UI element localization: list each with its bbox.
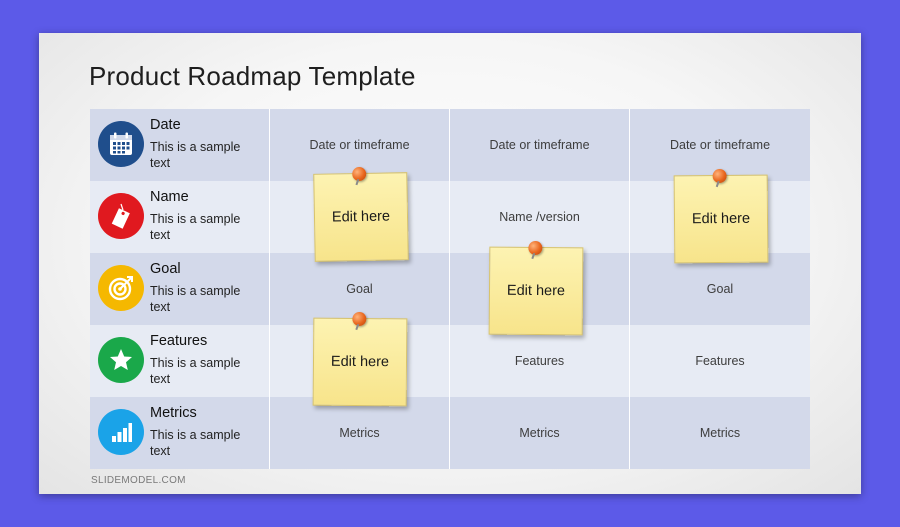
- calendar-icon: [98, 121, 144, 167]
- table-cell[interactable]: [450, 253, 630, 325]
- row-title[interactable]: Date: [150, 117, 181, 133]
- row-description[interactable]: This is a sample text: [150, 284, 241, 314]
- row-description[interactable]: This is a sample text: [150, 428, 241, 458]
- table-cell[interactable]: Date or timeframe: [669, 138, 771, 152]
- sticky-note-text[interactable]: Edit here: [691, 210, 751, 228]
- table-cell[interactable]: Goal: [270, 253, 450, 325]
- row-description[interactable]: This is a sample text: [150, 212, 241, 242]
- roadmap-table: Date This is a sample text Date or timef…: [90, 109, 810, 469]
- sticky-note-text[interactable]: Edit here: [331, 208, 391, 226]
- row-label-features: Features This is a sample text: [90, 325, 270, 397]
- sticky-note[interactable]: Edit here: [488, 240, 584, 336]
- row-title[interactable]: Name: [150, 189, 189, 205]
- table-cell[interactable]: [270, 181, 450, 253]
- row-description[interactable]: This is a sample text: [150, 140, 241, 170]
- sticky-note-text[interactable]: Edit here: [506, 282, 566, 300]
- table-row-metrics: Metrics This is a sample text Metrics Me…: [90, 397, 810, 469]
- row-title[interactable]: Metrics: [150, 405, 197, 421]
- pushpin-icon: [712, 168, 727, 184]
- row-label-metrics: Metrics This is a sample text: [90, 397, 270, 469]
- bar-chart-icon: [98, 409, 144, 455]
- table-row-goal: Goal This is a sample text Goal Goal: [90, 253, 810, 325]
- star-icon: [98, 337, 144, 383]
- table-cell[interactable]: Features: [695, 354, 745, 368]
- table-row-features: Features This is a sample text Features …: [90, 325, 810, 397]
- row-title[interactable]: Features: [150, 333, 208, 349]
- table-cell[interactable]: Features: [450, 325, 630, 397]
- table-cell[interactable]: Metrics: [450, 397, 630, 469]
- sticky-note[interactable]: Edit here: [313, 166, 409, 262]
- row-label-goal: Goal This is a sample text: [90, 253, 270, 325]
- table-cell[interactable]: [270, 325, 450, 397]
- pushpin-icon: [528, 240, 543, 256]
- row-description[interactable]: This is a sample text: [150, 356, 241, 386]
- table-cell[interactable]: Date or timeframe: [270, 109, 450, 181]
- table-cell[interactable]: Metrics: [699, 426, 741, 440]
- table-row-date: Date This is a sample text Date or timef…: [90, 109, 810, 181]
- pushpin-icon: [352, 166, 367, 182]
- tag-icon: [98, 193, 144, 239]
- slide-title[interactable]: Product Roadmap Template: [89, 61, 416, 91]
- sticky-note[interactable]: Edit here: [673, 168, 769, 264]
- table-cell[interactable]: Date or timeframe: [450, 109, 630, 181]
- row-title[interactable]: Goal: [150, 261, 181, 277]
- target-icon: [98, 265, 144, 311]
- sticky-note[interactable]: Edit here: [312, 311, 408, 407]
- row-label-date: Date This is a sample text: [90, 109, 270, 181]
- pushpin-icon: [352, 311, 367, 327]
- table-cell[interactable]: Metrics: [270, 397, 450, 469]
- footer-watermark: SLIDEMODEL.COM: [91, 475, 186, 486]
- table-cell[interactable]: Name /version: [450, 181, 630, 253]
- slide: Product Roadmap Template: [39, 33, 861, 494]
- sticky-note-text[interactable]: Edit here: [330, 353, 390, 371]
- row-label-name: Name This is a sample text: [90, 181, 270, 253]
- table-cell[interactable]: Goal: [706, 282, 734, 296]
